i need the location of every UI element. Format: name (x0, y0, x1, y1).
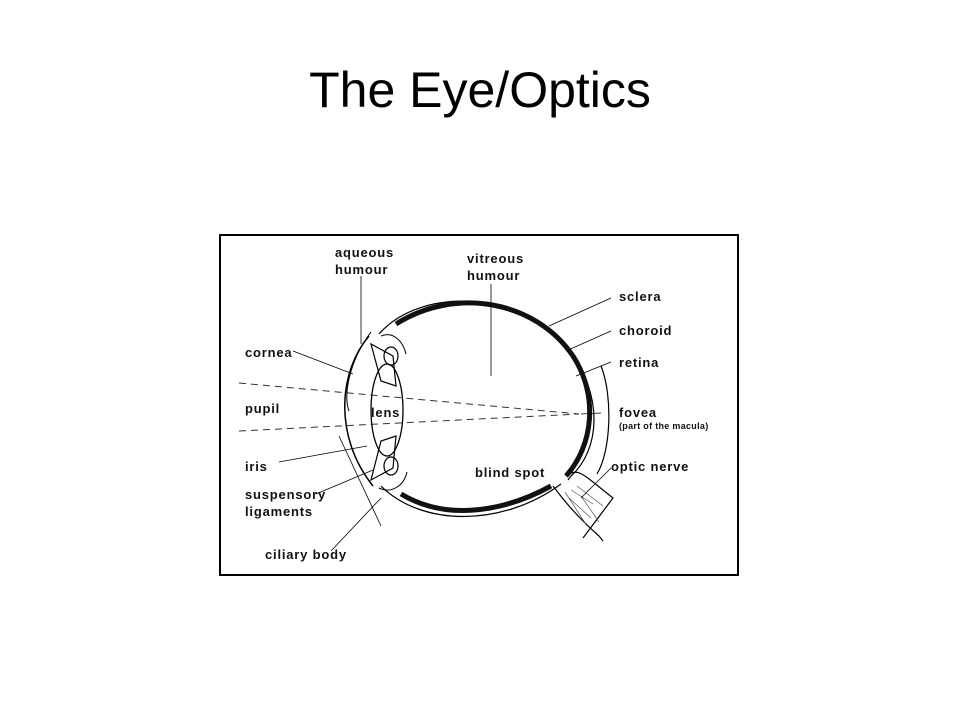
label-suspensory-line2: ligaments (245, 504, 313, 519)
label-choroid: choroid (619, 323, 673, 338)
label-lens: lens (371, 405, 401, 420)
label-vitreous-line2: humour (467, 268, 521, 283)
ciliary-upper (383, 346, 399, 366)
iris-upper (370, 342, 397, 387)
label-fovea-note: (part of the macula) (619, 421, 709, 431)
label-fovea: fovea (619, 405, 657, 420)
eye-illustration (238, 276, 614, 552)
label-retina: retina (619, 355, 660, 370)
light-rays (238, 382, 580, 432)
label-vitreous-line1: vitreous (467, 251, 524, 266)
sclera-outline (378, 300, 610, 481)
label-optic-nerve: optic nerve (611, 459, 690, 474)
label-aqueous-line1: aqueous (335, 245, 395, 260)
optic-nerve-shape (552, 471, 614, 542)
eye-diagram: aqueous humour vitreous humour sclera ch… (219, 234, 739, 576)
label-pupil: pupil (245, 401, 281, 416)
slide-title: The Eye/Optics (309, 62, 651, 118)
label-vitreous: vitreous humour (467, 250, 524, 284)
label-sclera: sclera (619, 289, 662, 304)
retina-layer (399, 483, 553, 513)
label-iris: iris (245, 459, 268, 474)
iris-lower (370, 435, 397, 482)
label-aqueous-line2: humour (335, 262, 389, 277)
label-aqueous: aqueous humour (335, 244, 394, 278)
sclera-lower (380, 483, 562, 517)
choroid-layer (394, 300, 593, 478)
label-cornea: cornea (245, 345, 293, 360)
label-blind-spot: blind spot (475, 465, 546, 480)
label-suspensory-line1: suspensory (245, 487, 326, 502)
label-suspensory: suspensory ligaments (245, 486, 326, 520)
leader-lines (278, 276, 612, 552)
ciliary-lower (383, 456, 399, 476)
label-ciliary-body: ciliary body (265, 547, 347, 562)
